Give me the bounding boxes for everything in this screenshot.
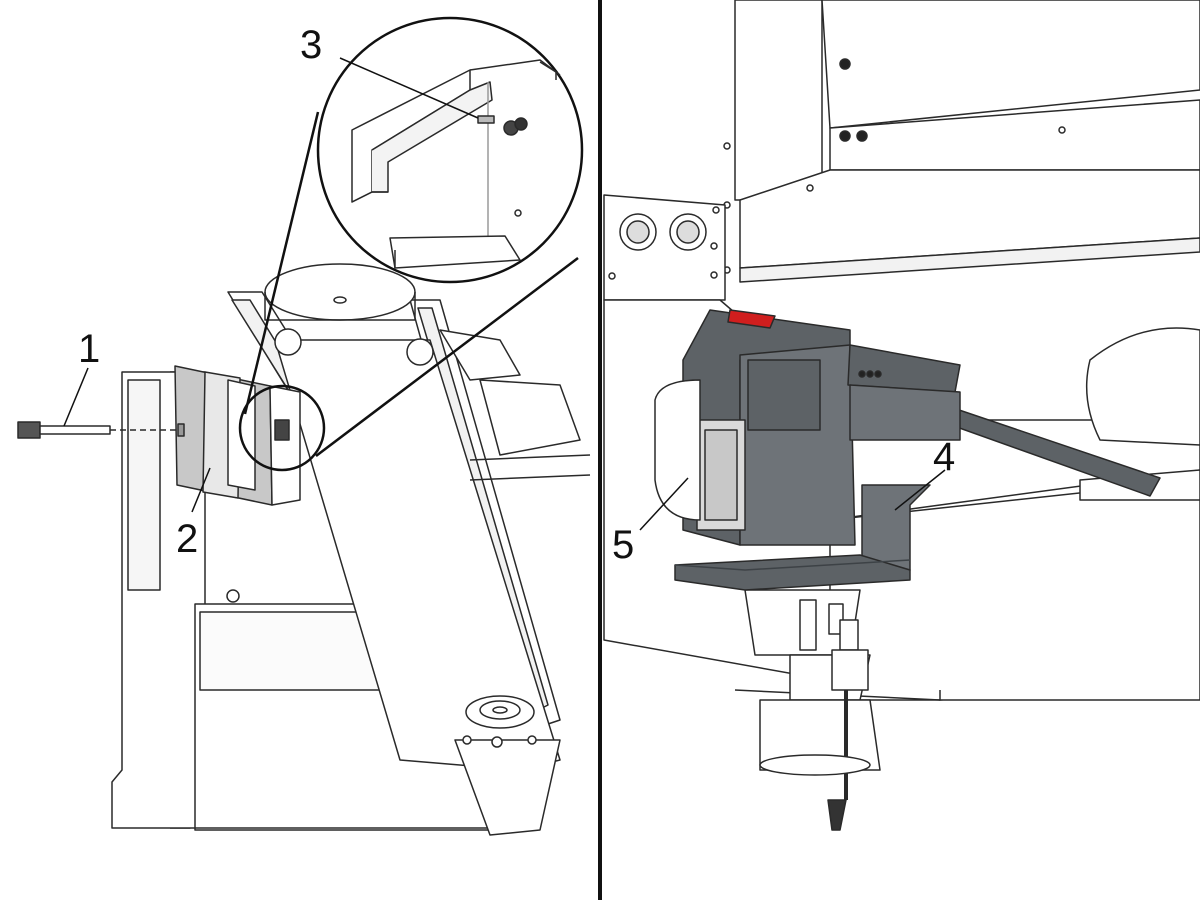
callout-4: 4 xyxy=(933,435,955,479)
right-panel xyxy=(603,0,1200,831)
connector-panel xyxy=(603,194,726,301)
callout-2: 2 xyxy=(176,517,198,561)
leader-1 xyxy=(63,367,89,427)
slide-arm xyxy=(847,344,1161,497)
callout-1: 1 xyxy=(78,327,100,371)
chute-frame xyxy=(227,263,591,836)
leader-2 xyxy=(191,467,211,513)
detail-leader-left xyxy=(243,111,320,415)
left-panel xyxy=(17,16,591,836)
detail-leader-right xyxy=(315,257,579,457)
bottom-pulley xyxy=(462,695,537,748)
clamp-assembly xyxy=(744,589,881,831)
leader-3 xyxy=(339,57,479,119)
tray-item-4 xyxy=(674,484,931,591)
bolt-item-1 xyxy=(17,419,290,441)
detail-view xyxy=(316,16,584,284)
magnify-circle-small xyxy=(238,384,326,472)
enclosure xyxy=(723,0,1200,283)
callout-5: 5 xyxy=(612,523,634,567)
leader-5 xyxy=(639,477,689,531)
callout-3: 3 xyxy=(300,23,322,67)
chip-shield-item-5 xyxy=(654,309,856,546)
leader-4 xyxy=(894,469,946,511)
